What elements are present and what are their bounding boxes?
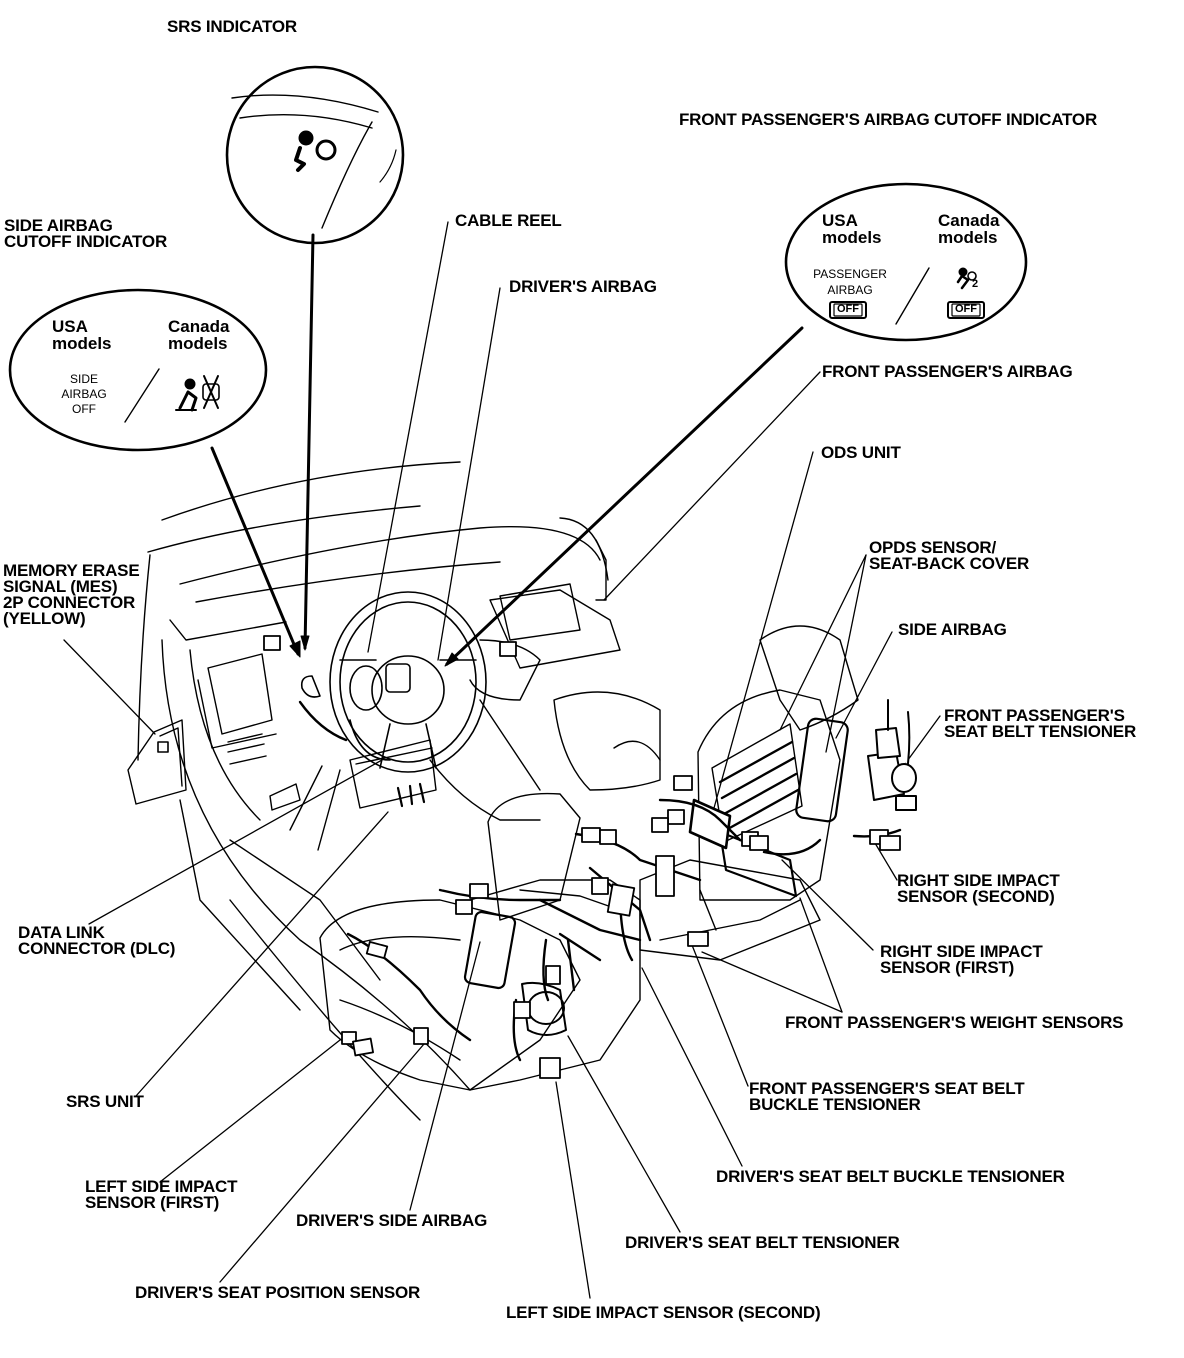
label-ods-unit: ODS UNIT [821,443,901,462]
steering-wheel [300,591,487,773]
passenger-cutoff-indicator-text: PASSENGER AIRBAG [813,267,887,297]
label-front-passenger-airbag: FRONT PASSENGER'S AIRBAG [822,362,1073,381]
label-drivers-side-airbag: DRIVER'S SIDE AIRBAG [296,1211,488,1230]
passenger-cutoff-usa-off: OFF [837,303,859,315]
passenger-cutoff-canada-subscript: 2 [972,278,979,290]
label-drivers-seat-position-sensor: DRIVER'S SEAT POSITION SENSOR [135,1283,421,1302]
off-badge-canada [947,301,985,319]
label-right-side-impact-sensor-second: RIGHT SIDE IMPACT SENSOR (SECOND) [897,871,1060,906]
side-cutoff-usa-label: USA models [52,317,112,353]
label-front-passenger-weight-sensors: FRONT PASSENGER'S WEIGHT SENSORS [785,1013,1124,1032]
label-front-passenger-seat-belt-tensioner: FRONT PASSENGER'S SEAT BELT TENSIONER [944,706,1137,741]
label-opds-sensor: OPDS SENSOR/ SEAT-BACK COVER [869,538,1030,573]
label-data-link-connector: DATA LINK CONNECTOR (DLC) [18,923,176,958]
label-memory-erase-signal: MEMORY ERASE SIGNAL (MES) 2P CONNECTOR (… [3,561,140,628]
side-cutoff-canada-label: Canada models [168,317,230,353]
label-front-passenger-airbag-cutoff-indicator: FRONT PASSENGER'S AIRBAG CUTOFF INDICATO… [679,110,1098,129]
side-cutoff-indicator-text: SIDE AIRBAG OFF [61,372,107,416]
label-side-airbag-cutoff-indicator: SIDE AIRBAG CUTOFF INDICATOR [4,216,168,251]
off-badge-usa [829,301,867,319]
connectors [263,635,901,1079]
side-airbag-off-icon [175,375,220,412]
side-airbag-cutoff-inset [8,288,268,452]
passenger-cutoff-canada-label: Canada models [938,211,1000,247]
passenger-cutoff-usa-label: USA models [822,211,882,247]
passenger-seat [553,625,859,961]
label-srs-unit: SRS UNIT [66,1092,144,1111]
leader-lines [63,221,941,1299]
passenger-cutoff-canada-off: OFF [955,303,977,315]
label-drivers-seat-belt-tensioner: DRIVER'S SEAT BELT TENSIONER [625,1233,900,1252]
passenger-seat-belt-tensioner [867,699,917,811]
label-drivers-seat-belt-buckle-tensioner: DRIVER'S SEAT BELT BUCKLE TENSIONER [716,1167,1065,1186]
label-cable-reel: CABLE REEL [455,211,562,230]
passenger-airbag-cutoff-inset [784,182,1028,342]
label-side-airbag: SIDE AIRBAG [898,620,1007,639]
label-left-side-impact-sensor-first: LEFT SIDE IMPACT SENSOR (FIRST) [85,1177,238,1212]
passenger-airbag-off-icon [956,267,977,290]
label-left-side-impact-sensor-second: LEFT SIDE IMPACT SENSOR (SECOND) [506,1303,821,1322]
wiring-harness [298,700,902,1062]
label-drivers-airbag: DRIVER'S AIRBAG [509,277,657,296]
srs-indicator-inset [225,65,405,245]
label-srs-indicator: SRS INDICATOR [167,17,297,36]
label-front-passenger-seat-belt-buckle-tensioner: FRONT PASSENGER'S SEAT BELT BUCKLE TENSI… [749,1079,1025,1114]
airbag-warning-icon [294,130,337,172]
label-right-side-impact-sensor-first: RIGHT SIDE IMPACT SENSOR (FIRST) [880,942,1043,977]
